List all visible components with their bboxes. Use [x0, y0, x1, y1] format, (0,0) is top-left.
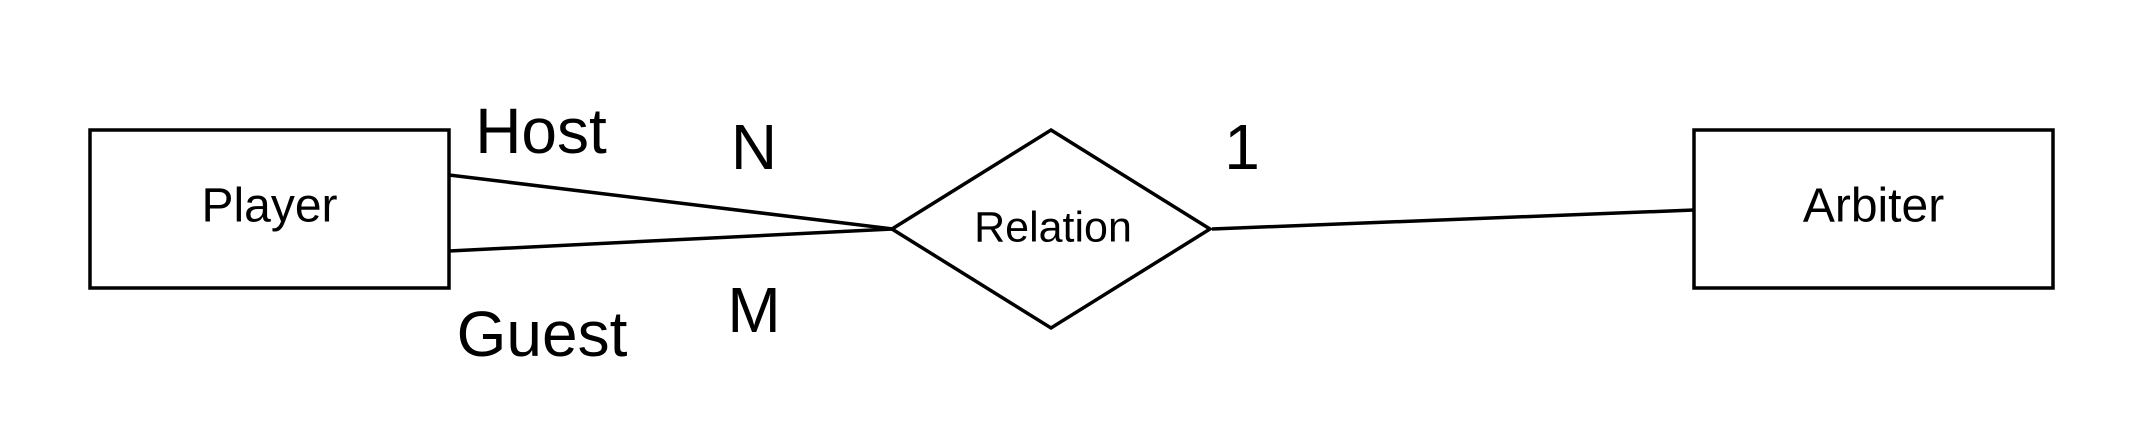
- relation-shape: [888, 127, 1214, 331]
- arbiter-box: [1692, 128, 2055, 290]
- cardinality-arbiter: 1: [1224, 111, 1260, 183]
- guest-edge: [448, 227, 894, 253]
- role-guest-label: Guest: [457, 298, 628, 370]
- player-label: Player: [201, 180, 337, 233]
- relation-diamond: Relation: [888, 127, 1214, 331]
- arbiter-label: Arbiter: [1803, 180, 1944, 233]
- cardinality-host: N: [731, 111, 777, 183]
- role-host-label: Host: [475, 95, 607, 167]
- relation-label: Relation: [974, 203, 1132, 251]
- entity-arbiter: Arbiter: [1692, 128, 2055, 290]
- cardinality-guest: M: [727, 274, 780, 346]
- player-box: [88, 128, 451, 290]
- host-edge: [448, 173, 894, 231]
- arbiter-edge: [1211, 208, 1695, 231]
- entity-player: Player: [88, 128, 451, 290]
